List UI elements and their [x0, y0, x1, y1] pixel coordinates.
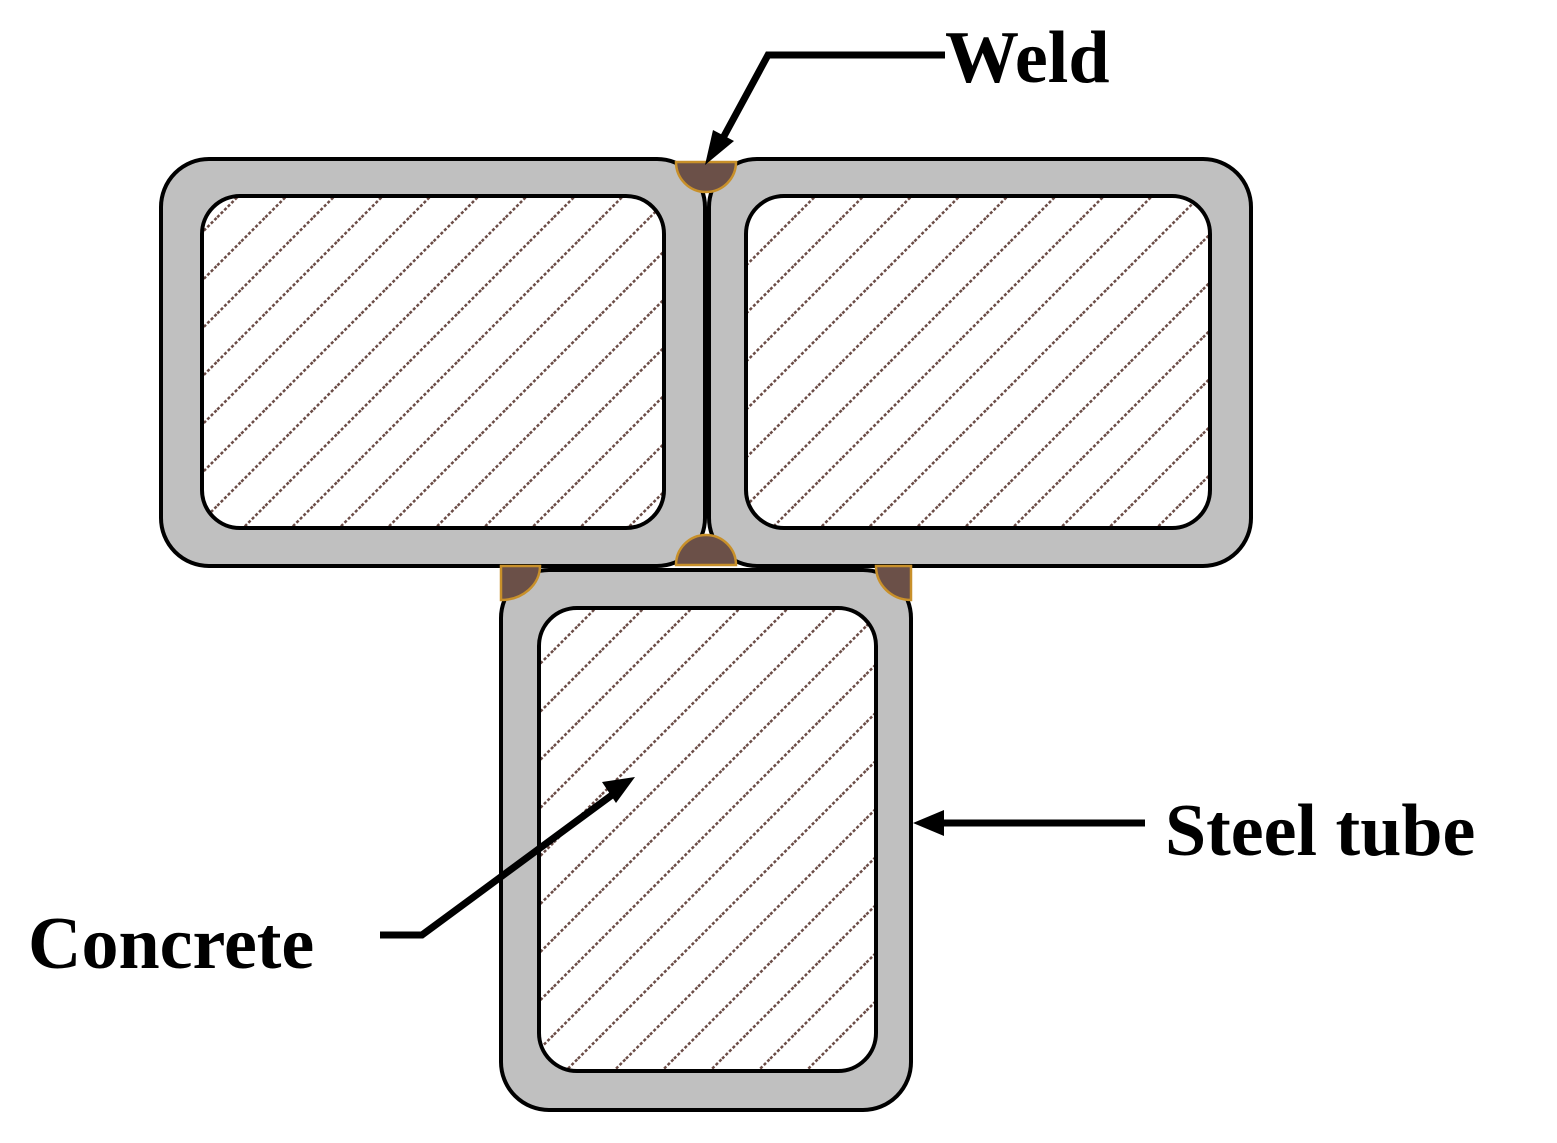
concrete-core	[200, 194, 666, 530]
concrete-arrowhead	[602, 777, 635, 803]
weld-arrowhead	[705, 130, 734, 165]
weld-leader	[705, 51, 945, 165]
steel-tube-bottom	[499, 568, 913, 1112]
steel-tube-label: Steel tube	[1165, 790, 1475, 872]
concrete-core	[537, 606, 878, 1073]
weld-right	[874, 564, 913, 602]
steel-tube-arrowhead	[913, 810, 944, 836]
steel-tube-leader	[913, 810, 1145, 836]
weld-left	[499, 564, 542, 602]
concrete-leader	[380, 777, 635, 939]
welds	[499, 160, 913, 602]
weld-leader-line	[719, 51, 945, 140]
concrete-leader-line	[380, 792, 615, 939]
steel-tube-top-left	[159, 157, 707, 568]
weld-label: Weld	[945, 17, 1109, 99]
weld-top	[674, 160, 738, 194]
weld-middle	[674, 533, 738, 567]
concrete-label: Concrete	[28, 903, 314, 985]
steel-tube-top-right	[707, 157, 1253, 568]
concrete-core	[744, 194, 1212, 530]
